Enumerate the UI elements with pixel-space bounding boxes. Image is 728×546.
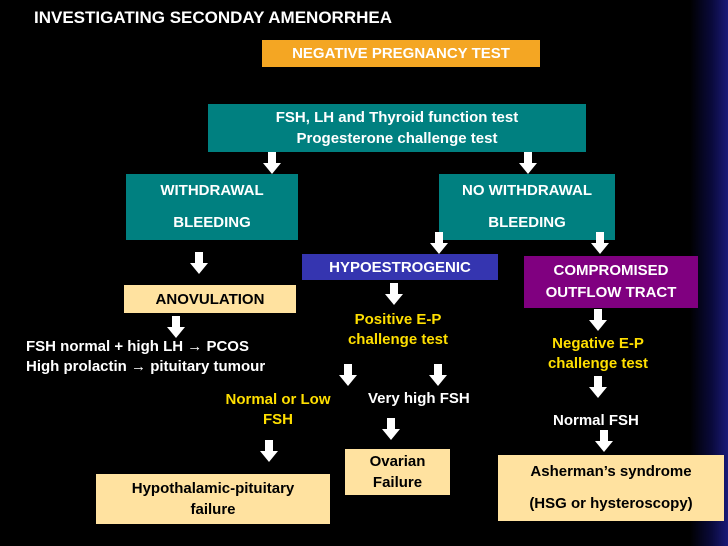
compromised-outflow-tract-box: COMPROMISED OUTFLOW TRACT [524, 256, 698, 308]
prolactin-arrow-icon: → [131, 358, 147, 375]
hypoestrogenic-box: HYPOESTROGENIC [302, 254, 498, 280]
pcos-text: FSH normal + high LH → PCOS [26, 338, 249, 355]
no-withdrawal-bleeding-line1: NO WITHDRAWAL [462, 182, 592, 199]
arrow-to-normal-fsh-icon [589, 376, 607, 398]
arrow-to-pcos-icon [167, 316, 185, 338]
withdrawal-bleeding-line1: WITHDRAWAL [160, 182, 264, 199]
very-high-fsh-text: Very high FSH [368, 390, 470, 407]
pcos-part2: PCOS [206, 338, 249, 355]
hormone-tests-line2: Progesterone challenge test [296, 130, 498, 147]
asherman-syndrome-box: Asherman’s syndrome (HSG or hysteroscopy… [498, 455, 724, 521]
page-title: INVESTIGATING SECONDAY AMENORRHEA [34, 8, 392, 27]
compromised-line1: COMPROMISED [553, 262, 669, 279]
hormone-tests-box: FSH, LH and Thyroid function test Proges… [208, 104, 586, 152]
arrow-to-negative-ep-icon [589, 309, 607, 331]
no-withdrawal-bleeding-line2: BLEEDING [488, 214, 566, 231]
pcos-part1: FSH normal + high LH [26, 338, 184, 355]
prolactin-part2: pituitary tumour [150, 358, 266, 375]
arrow-to-hypothalamic-icon [260, 440, 278, 462]
anovulation-label: ANOVULATION [155, 290, 265, 308]
arrow-to-ovarian-failure-icon [382, 418, 400, 440]
prolactin-part1: High prolactin [26, 358, 127, 375]
negative-ep-line2: challenge test [547, 355, 649, 372]
ovarian-failure-line1: Ovarian [369, 453, 426, 470]
negative-pregnancy-test-box: NEGATIVE PREGNANCY TEST [262, 40, 540, 67]
compromised-line2: OUTFLOW TRACT [545, 284, 677, 301]
hypothalamic-line2: failure [190, 501, 236, 518]
normal-low-fsh-line1: Normal or Low [225, 391, 331, 408]
withdrawal-bleeding-box: WITHDRAWAL BLEEDING [126, 174, 298, 240]
asherman-line1: Asherman’s syndrome [530, 463, 692, 480]
asherman-line2: (HSG or hysteroscopy) [529, 495, 693, 512]
negative-pregnancy-test-label: NEGATIVE PREGNANCY TEST [292, 45, 510, 62]
normal-low-fsh-text: Normal or Low FSH [208, 390, 348, 430]
hypothalamic-pituitary-failure-box: Hypothalamic-pituitary failure [96, 474, 330, 524]
withdrawal-bleeding-line2: BLEEDING [173, 214, 251, 231]
negative-ep-test-text: Negative E-P challenge test [528, 334, 668, 374]
arrow-to-withdrawal-icon [263, 152, 281, 174]
anovulation-box: ANOVULATION [124, 285, 296, 313]
prolactin-text: High prolactin → pituitary tumour [26, 358, 265, 375]
arrow-to-very-high-fsh-icon [429, 364, 447, 386]
hypoestrogenic-label: HYPOESTROGENIC [329, 258, 471, 276]
pcos-arrow-icon: → [187, 338, 203, 355]
positive-ep-line2: challenge test [347, 331, 449, 348]
normal-fsh-text: Normal FSH [553, 412, 639, 429]
negative-ep-line1: Negative E-P [552, 335, 644, 352]
normal-low-fsh-line2: FSH [263, 411, 293, 428]
arrow-to-asherman-icon [595, 430, 613, 452]
arrow-to-no-withdrawal-icon [519, 152, 537, 174]
ovarian-failure-line2: Failure [372, 474, 423, 491]
ovarian-failure-box: Ovarian Failure [345, 449, 450, 495]
arrow-to-anovulation-icon [190, 252, 208, 274]
positive-ep-test-text: Positive E-P challenge test [330, 310, 466, 350]
hypothalamic-line1: Hypothalamic-pituitary [131, 480, 295, 497]
arrow-to-normal-low-fsh-icon [339, 364, 357, 386]
no-withdrawal-bleeding-box: NO WITHDRAWAL BLEEDING [439, 174, 615, 240]
arrow-to-positive-ep-icon [385, 283, 403, 305]
positive-ep-line1: Positive E-P [354, 311, 442, 328]
hormone-tests-line1: FSH, LH and Thyroid function test [275, 109, 519, 126]
